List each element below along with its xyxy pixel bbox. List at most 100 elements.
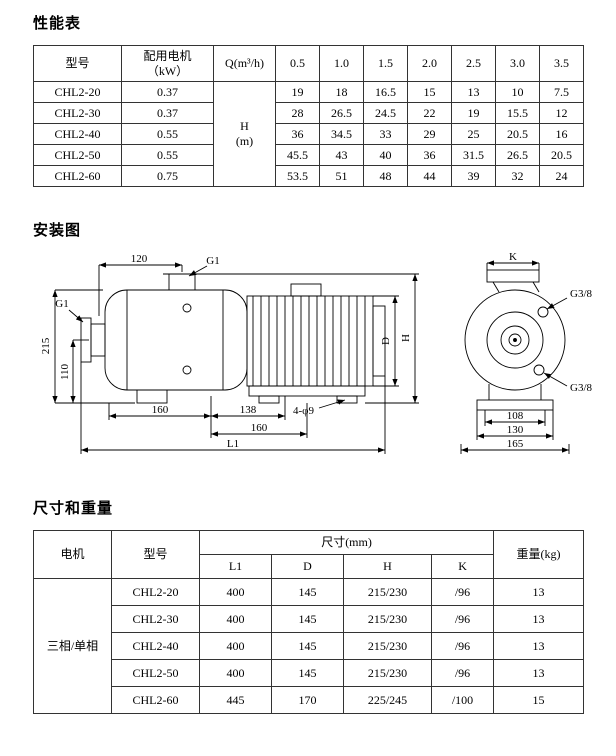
- table-row: CHL2-30 400 145 215/230 /96 13: [34, 605, 585, 633]
- dim-160b-label: 160: [251, 422, 268, 434]
- col-header-h: H: [343, 554, 432, 579]
- head-cell: 25: [451, 123, 496, 145]
- installation-section-title: 安装图: [33, 222, 82, 239]
- h-cell: 215/230: [343, 632, 432, 660]
- head-cell: 16.5: [363, 81, 408, 103]
- col-header-k: K: [430, 554, 495, 579]
- dim-108-label: 108: [507, 410, 524, 422]
- head-cell: 36: [275, 123, 320, 145]
- head-cell: 15.5: [495, 102, 540, 124]
- model-cell: CHL2-30: [111, 605, 200, 633]
- h-cell: 215/230: [343, 605, 432, 633]
- dim-k-label: K: [509, 251, 517, 263]
- col-header-flow-value: 0.5: [275, 45, 320, 82]
- installation-diagram: 120 G1 G1 215 110 160 138 4-φ9 160 L1 D …: [40, 251, 593, 454]
- head-cell: 7.5: [539, 81, 584, 103]
- model-cell: CHL2-40: [33, 123, 122, 145]
- power-cell: 0.37: [121, 81, 214, 103]
- dim-h-label: H: [400, 334, 412, 342]
- dim-130-label: 130: [507, 424, 524, 436]
- power-cell: 0.55: [121, 144, 214, 166]
- head-cell: 26.5: [319, 102, 364, 124]
- front-view-labels: K G3/8 G3/8 108 130 165: [507, 251, 593, 450]
- dimensions-section-title: 尺寸和重量: [33, 500, 114, 517]
- table-row: 三相/单相 CHL2-20 400 145 215/230 /96 13: [33, 578, 585, 714]
- h-cell: 215/230: [343, 659, 432, 687]
- l1-cell: 400: [199, 632, 272, 660]
- col-header-flow-value: 3.0: [495, 45, 540, 82]
- col-header-flow-value: 2.5: [451, 45, 496, 82]
- head-cell: 13: [451, 81, 496, 103]
- model-cell: CHL2-60: [33, 165, 122, 187]
- dim-120-label: 120: [131, 253, 148, 265]
- dimension-header-row: 电机 型号 尺寸(mm) 重量(kg): [33, 530, 585, 579]
- d-cell: 145: [271, 605, 344, 633]
- performance-header-row: 型号 配用电机 （kW） Q(m³/h) 0.5 1.0 1.5 2.0 2.5…: [33, 45, 584, 82]
- col-header-flow-value: 1.5: [363, 45, 408, 82]
- head-cell: 36: [407, 144, 452, 166]
- head-cell: 44: [407, 165, 452, 187]
- dim-165-label: 165: [507, 438, 524, 450]
- g1-left-label: G1: [55, 298, 68, 310]
- front-view-dimension-lines: [460, 260, 570, 454]
- table-row: CHL2-20 0.37 H (m) 19 18 16.5 15 13 10 7…: [33, 81, 584, 187]
- head-cell: 48: [363, 165, 408, 187]
- g38-upper-label: G3/8: [570, 288, 593, 300]
- col-header-flow-value: 2.0: [407, 45, 452, 82]
- head-cell: 33: [363, 123, 408, 145]
- g1-top-label: G1: [206, 255, 219, 267]
- head-cell: 19: [451, 102, 496, 124]
- installation-diagram-wrap: 120 G1 G1 215 110 160 138 4-φ9 160 L1 D …: [37, 250, 593, 487]
- table-row: CHL2-40 400 145 215/230 /96 13: [34, 632, 585, 660]
- col-header-model: 型号: [111, 530, 200, 579]
- head-cell: 43: [319, 144, 364, 166]
- head-cell: 16: [539, 123, 584, 145]
- head-cell: 45.5: [275, 144, 320, 166]
- table-row: CHL2-50 0.55 45.5 43 40 36 31.5 26.5 20.…: [33, 144, 584, 166]
- head-cell: 24: [539, 165, 584, 187]
- model-cell: CHL2-40: [111, 632, 200, 660]
- col-header-flow-value: 3.5: [539, 45, 584, 82]
- head-unit-cell: H (m): [213, 81, 276, 187]
- head-cell: 24.5: [363, 102, 408, 124]
- head-cell: 31.5: [451, 144, 496, 166]
- head-cell: 40: [363, 144, 408, 166]
- power-cell: 0.55: [121, 123, 214, 145]
- dim-138-label: 138: [240, 404, 257, 416]
- d-cell: 145: [271, 632, 344, 660]
- col-header-flow-value: 1.0: [319, 45, 364, 82]
- weight-cell: 13: [493, 578, 585, 606]
- pump-front-view: [464, 269, 566, 411]
- col-header-l1: L1: [199, 554, 272, 579]
- head-cell: 29: [407, 123, 452, 145]
- side-view-labels: 120 G1 G1 215 110 160 138 4-φ9 160 L1 D …: [40, 253, 412, 450]
- weight-cell: 13: [493, 659, 585, 687]
- k-cell: /96: [430, 632, 495, 660]
- d-cell: 145: [271, 578, 344, 606]
- col-header-flow: Q(m³/h): [213, 45, 276, 82]
- l1-cell: 400: [199, 578, 272, 606]
- table-row: CHL2-60 445 170 225/245 /100 15: [34, 686, 585, 714]
- model-cell: CHL2-60: [111, 686, 200, 714]
- weight-cell: 15: [493, 686, 585, 714]
- performance-table: 型号 配用电机 （kW） Q(m³/h) 0.5 1.0 1.5 2.0 2.5…: [33, 45, 584, 187]
- head-cell: 28: [275, 102, 320, 124]
- col-header-model: 型号: [33, 45, 122, 82]
- dim-l1-label: L1: [227, 438, 239, 450]
- k-cell: /96: [430, 578, 495, 606]
- g38-lower-label: G3/8: [570, 382, 593, 394]
- model-cell: CHL2-20: [33, 81, 122, 103]
- head-cell: 26.5: [495, 144, 540, 166]
- k-cell: /100: [430, 686, 495, 714]
- head-cell: 34.5: [319, 123, 364, 145]
- head-cell: 10: [495, 81, 540, 103]
- holes-label: 4-φ9: [293, 405, 315, 417]
- dim-d-label: D: [380, 337, 392, 345]
- model-cell: CHL2-30: [33, 102, 122, 124]
- dim-215-label: 215: [40, 337, 52, 354]
- power-cell: 0.75: [121, 165, 214, 187]
- model-cell: CHL2-20: [111, 578, 200, 606]
- l1-cell: 445: [199, 686, 272, 714]
- side-view-dimension-lines: [52, 262, 419, 454]
- l1-cell: 400: [199, 659, 272, 687]
